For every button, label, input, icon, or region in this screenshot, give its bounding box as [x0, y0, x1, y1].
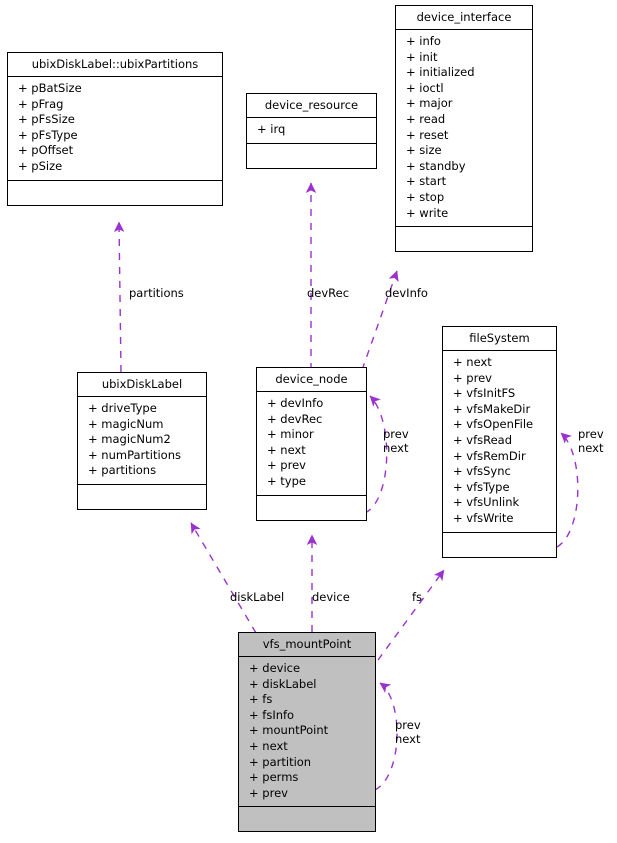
edge-partitions	[113, 221, 125, 373]
class-title-ubixPartitions: ubixDiskLabel::ubixPartitions	[8, 53, 222, 77]
edge-label-device: device	[312, 590, 350, 604]
class-operations-device-node	[257, 496, 366, 520]
class-box-device-node[interactable]: device_node + devInfo + devRec + minor +…	[256, 367, 367, 521]
class-box-ubixDiskLabel[interactable]: ubixDiskLabel + driveType + magicNum + m…	[77, 372, 207, 510]
class-operations-vfs-mountPoint	[239, 807, 375, 831]
class-attribute: + device	[249, 661, 301, 675]
class-attribute: + perms	[249, 770, 299, 785]
edge-filesystem-self	[556, 432, 579, 548]
class-attributes-device-resource: + irq	[247, 118, 376, 144]
class-attributes-vfs-mountPoint: + device + diskLabel + fs + fsInfo + mou…	[239, 657, 375, 808]
class-box-device-resource[interactable]: device_resource + irq	[246, 93, 377, 169]
class-attribute: + devRec	[267, 411, 323, 426]
edge-label-fileSystem-prev-next: prev next	[578, 427, 604, 455]
class-attribute: + irq	[257, 122, 286, 136]
class-attribute: + pFsSize	[18, 112, 75, 127]
class-title-vfs-mountPoint: vfs_mountPoint	[239, 633, 375, 657]
edge-label-diskLabel: diskLabel	[230, 590, 285, 604]
class-attributes-fileSystem: + next + prev + vfsInitFS + vfsMakeDir +…	[443, 351, 556, 533]
class-attribute: + vfsWrite	[453, 510, 514, 525]
class-attribute: + partition	[249, 754, 312, 769]
class-operations-fileSystem	[443, 533, 556, 557]
class-attribute: + init	[406, 49, 438, 64]
class-attribute: + start	[406, 174, 447, 189]
class-attribute: + next	[249, 738, 288, 753]
edge-label-vfs-mountPoint-prev-next: prev next	[395, 718, 421, 746]
class-attribute: + magicNum2	[88, 432, 171, 447]
class-attribute: + numPartitions	[88, 447, 181, 462]
class-title-device-interface: device_interface	[396, 6, 532, 30]
class-operations-ubixDiskLabel	[78, 485, 206, 509]
class-attribute: + diskLabel	[249, 676, 317, 691]
class-attribute: + pBatSize	[18, 81, 82, 95]
class-attribute: + prev	[249, 785, 288, 800]
class-attribute: + reset	[406, 127, 449, 142]
class-attribute: + initialized	[406, 65, 475, 80]
edge-vfs-mountpoint-self	[374, 682, 398, 791]
class-attribute: + vfsOpenFile	[453, 417, 534, 432]
class-box-device-interface[interactable]: device_interface + info + init + initial…	[395, 5, 533, 253]
class-attribute: + pFrag	[18, 96, 64, 111]
class-attribute: + driveType	[88, 401, 157, 415]
class-attribute: + vfsType	[453, 479, 510, 494]
class-attributes-ubixPartitions: + pBatSize + pFrag + pFsSize + pFsType +…	[8, 77, 222, 181]
class-attribute: + partitions	[88, 463, 157, 478]
class-title-ubixDiskLabel: ubixDiskLabel	[78, 373, 206, 397]
class-attribute: + write	[406, 205, 449, 220]
class-operations-device-interface	[396, 227, 532, 251]
class-attribute: + pSize	[18, 158, 63, 173]
class-attribute: + vfsRemDir	[453, 448, 526, 463]
edge-label-partitions: partitions	[129, 286, 184, 300]
class-attribute: + devInfo	[267, 396, 324, 410]
class-attribute: + size	[406, 143, 442, 158]
class-attribute: + fs	[249, 692, 273, 707]
edge-label-fs: fs	[412, 590, 423, 604]
edge-diskLabel	[190, 522, 257, 634]
class-attribute: + pFsType	[18, 127, 78, 142]
class-attribute: + fsInfo	[249, 707, 295, 722]
class-attributes-device-interface: + info + init + initialized + ioctl + ma…	[396, 30, 532, 228]
class-attribute: + vfsInitFS	[453, 386, 516, 401]
class-attributes-ubixDiskLabel: + driveType + magicNum + magicNum2 + num…	[78, 397, 206, 485]
class-attribute: + mountPoint	[249, 723, 329, 738]
class-attribute: + type	[267, 473, 306, 488]
edge-label-device-node-prev-next: prev next	[383, 427, 409, 455]
class-attribute: + vfsRead	[453, 432, 513, 447]
edge-label-devRec: devRec	[307, 286, 350, 300]
class-title-fileSystem: fileSystem	[443, 327, 556, 351]
class-box-fileSystem[interactable]: fileSystem + next + prev + vfsInitFS + v…	[442, 326, 557, 558]
class-attribute: + pOffset	[18, 143, 74, 158]
class-attribute: + ioctl	[406, 80, 444, 95]
class-attributes-device-node: + devInfo + devRec + minor + next + prev…	[257, 392, 366, 496]
class-title-device-resource: device_resource	[247, 94, 376, 118]
class-attribute: + vfsSync	[453, 464, 511, 479]
class-attribute: + next	[267, 442, 306, 457]
class-attribute: + minor	[267, 427, 314, 442]
class-attribute: + magicNum	[88, 416, 164, 431]
class-box-ubixPartitions[interactable]: ubixDiskLabel::ubixPartitions + pBatSize…	[7, 52, 223, 206]
edge-fs	[377, 569, 445, 661]
class-attribute: + vfsUnlink	[453, 495, 520, 510]
class-box-vfs-mountPoint[interactable]: vfs_mountPoint + device + diskLabel + fs…	[238, 632, 376, 833]
class-operations-device-resource	[247, 144, 376, 168]
class-attribute: + standby	[406, 158, 466, 173]
edge-label-devInfo: devInfo	[385, 286, 428, 300]
class-attribute: + next	[453, 355, 492, 369]
class-attribute: + prev	[453, 370, 492, 385]
class-attribute: + vfsMakeDir	[453, 401, 531, 416]
class-attribute: + stop	[406, 189, 445, 204]
class-attribute: + major	[406, 96, 453, 111]
class-operations-ubixPartitions	[8, 181, 222, 205]
class-title-device-node: device_node	[257, 368, 366, 392]
class-attribute: + read	[406, 111, 446, 126]
class-attribute: + info	[406, 34, 441, 48]
class-attribute: + prev	[267, 458, 306, 473]
